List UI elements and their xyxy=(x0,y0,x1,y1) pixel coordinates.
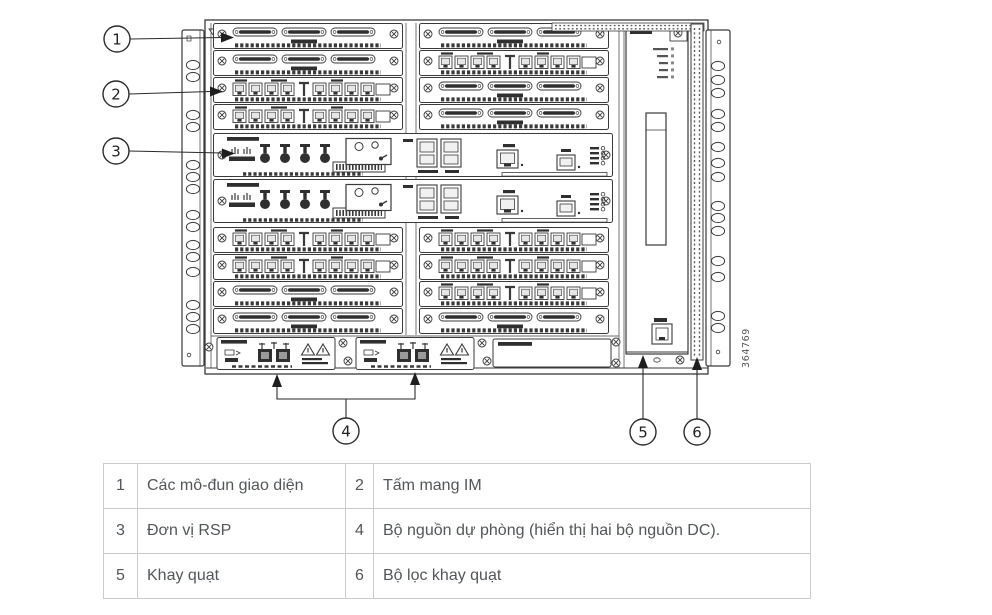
callout-6: 6 xyxy=(683,357,711,446)
interface-module xyxy=(420,228,609,253)
legend-label: Bộ nguồn dự phòng (hiển thị hai bộ nguồn… xyxy=(373,508,811,554)
callout-3-number: 3 xyxy=(111,143,121,161)
interface-module xyxy=(214,255,403,280)
blank-panel xyxy=(492,338,612,368)
interface-module xyxy=(214,78,403,103)
callout-5-number: 5 xyxy=(638,424,648,442)
figure-number: 364769 xyxy=(741,328,752,368)
callout-4-number: 4 xyxy=(341,423,351,441)
callout-2-number: 2 xyxy=(111,86,121,104)
fan-led-labels xyxy=(653,47,674,79)
interface-module xyxy=(420,255,609,280)
interface-module xyxy=(214,282,403,307)
alarm-port xyxy=(651,318,673,345)
legend-label: Bộ lọc khay quạt xyxy=(373,553,811,599)
legend-callout-number: 2 xyxy=(345,463,374,509)
fan-tray-filter xyxy=(551,22,705,361)
rsp-unit xyxy=(214,134,613,177)
callout-4: 4 xyxy=(272,372,420,445)
interface-module xyxy=(420,78,609,103)
callout-1: 1 xyxy=(103,25,234,53)
rsp-unit xyxy=(214,180,613,223)
legend-label: Tấm mang IM xyxy=(373,463,811,509)
legend-row: 3 Đơn vị RSP 4 Bộ nguồn dự phòng (hiển t… xyxy=(103,508,811,554)
legend-callout-number: 3 xyxy=(103,508,138,554)
interface-module xyxy=(420,309,609,334)
interface-module xyxy=(420,105,609,130)
legend-table: 1 Các mô-đun giao diện 2 Tấm mang IM 3 Đ… xyxy=(103,463,811,599)
legend-row: 1 Các mô-đun giao diện 2 Tấm mang IM xyxy=(103,463,811,509)
interface-module xyxy=(214,24,403,49)
legend-callout-number: 4 xyxy=(345,508,374,554)
interface-module xyxy=(420,282,609,307)
callout-3: 3 xyxy=(102,137,235,165)
interface-module xyxy=(214,105,403,130)
interface-module xyxy=(214,228,403,253)
interface-module xyxy=(214,309,403,334)
interface-module xyxy=(214,51,403,76)
left-rack-flange xyxy=(181,29,205,367)
fan-tray-handle xyxy=(645,112,667,246)
legend-label: Các mô-đun giao diện xyxy=(137,463,346,509)
legend-label: Đơn vị RSP xyxy=(137,508,346,554)
dc-power-supply xyxy=(215,336,337,371)
callout-1-number: 1 xyxy=(112,31,122,49)
legend-row: 5 Khay quạt 6 Bộ lọc khay quạt xyxy=(103,553,811,599)
interface-module xyxy=(420,51,609,76)
right-rack-flange xyxy=(705,29,731,367)
callout-6-number: 6 xyxy=(692,424,702,442)
callout-5: 5 xyxy=(629,355,657,446)
legend-callout-number: 6 xyxy=(345,553,374,599)
power-supply-bay xyxy=(204,336,621,371)
fan-tray xyxy=(625,23,689,365)
chassis-diagram: 1 2 3 4 5 6 364769 xyxy=(102,19,752,446)
dc-power-supply xyxy=(354,336,476,371)
callout-2: 2 xyxy=(102,80,223,108)
legend-label: Khay quạt xyxy=(137,553,346,599)
legend-callout-number: 1 xyxy=(103,463,138,509)
legend-callout-number: 5 xyxy=(103,553,138,599)
